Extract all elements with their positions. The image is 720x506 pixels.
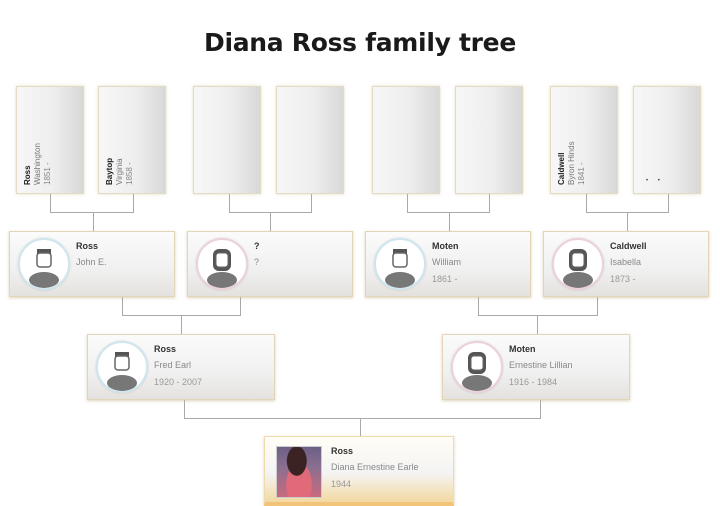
female-avatar-icon [196, 238, 248, 290]
placeholder-marks: • • [646, 178, 664, 184]
female-avatar-icon [552, 238, 604, 290]
great-grandparent-card[interactable] [276, 86, 344, 194]
connector [537, 315, 538, 334]
connector [478, 297, 479, 315]
connector [50, 212, 134, 213]
connector [407, 194, 408, 212]
given-name: Byron Hinds [567, 141, 576, 185]
surname: Ross [23, 165, 32, 185]
subject-card[interactable]: Ross Diana Ernestine Earle 1944 [264, 436, 454, 506]
connector [449, 212, 450, 231]
connector [181, 315, 182, 334]
connector [597, 297, 598, 315]
connector [360, 418, 361, 436]
surname: ? [254, 241, 260, 251]
connector [50, 194, 51, 212]
connector [668, 194, 669, 212]
male-avatar-icon [18, 238, 70, 290]
profile-photo [276, 446, 322, 498]
grandparent-card[interactable]: ? ? [187, 231, 353, 297]
surname: Caldwell [557, 152, 566, 185]
connector [311, 194, 312, 212]
connector [627, 212, 628, 231]
great-grandparent-card[interactable]: Ross Washington 1851 - [16, 86, 84, 194]
surname: Baytop [105, 157, 114, 185]
connector [240, 297, 241, 315]
given-name: ? [254, 257, 260, 267]
connector [407, 212, 490, 213]
connector [540, 400, 541, 418]
great-grandparent-card[interactable] [455, 86, 523, 194]
grandparent-card[interactable]: Caldwell Isabella 1873 - [543, 231, 709, 297]
surname: Moten [509, 344, 536, 354]
grandparent-card[interactable]: Ross John E. [9, 231, 175, 297]
connector [184, 400, 185, 418]
dates: 1851 - [43, 162, 52, 185]
connector [122, 297, 123, 315]
given-name: Virginia [115, 158, 124, 185]
dates: 1920 - 2007 [154, 377, 203, 387]
given-name: Diana Ernestine Earle [331, 462, 419, 472]
parent-card[interactable]: Ross Fred Earl 1920 - 2007 [87, 334, 275, 400]
connector [184, 418, 541, 419]
great-grandparent-card[interactable] [193, 86, 261, 194]
dates: 1841 - [577, 162, 586, 185]
great-grandparent-card[interactable]: Baytop Virginia 1858 - [98, 86, 166, 194]
given-name: Fred Earl [154, 360, 192, 370]
great-grandparent-card[interactable]: • • [633, 86, 701, 194]
page-title: Diana Ross family tree [204, 28, 516, 57]
dates: 1858 - [125, 162, 134, 185]
connector [478, 315, 598, 316]
connector [229, 194, 230, 212]
dates: 1944 [331, 479, 352, 489]
dates: 1873 - [610, 274, 636, 284]
given-name: Washington [33, 143, 42, 185]
surname: Ross [331, 446, 354, 456]
grandparent-card[interactable]: Moten William 1861 - [365, 231, 531, 297]
connector [489, 194, 490, 212]
parent-card[interactable]: Moten Ernestine Lillian 1916 - 1984 [442, 334, 630, 400]
great-grandparent-card[interactable] [372, 86, 440, 194]
given-name: John E. [76, 257, 107, 267]
connector [586, 194, 587, 212]
given-name: William [432, 257, 461, 267]
connector [93, 212, 94, 231]
connector [270, 212, 271, 231]
surname: Ross [154, 344, 177, 354]
female-avatar-icon [451, 341, 503, 393]
surname: Caldwell [610, 241, 647, 251]
dates: 1861 - [432, 274, 458, 284]
great-grandparent-card[interactable]: Caldwell Byron Hinds 1841 - [550, 86, 618, 194]
male-avatar-icon [96, 341, 148, 393]
surname: Moten [432, 241, 459, 251]
given-name: Ernestine Lillian [509, 360, 573, 370]
male-avatar-icon [374, 238, 426, 290]
dates: 1916 - 1984 [509, 377, 558, 387]
connector [133, 194, 134, 212]
surname: Ross [76, 241, 99, 251]
given-name: Isabella [610, 257, 642, 267]
